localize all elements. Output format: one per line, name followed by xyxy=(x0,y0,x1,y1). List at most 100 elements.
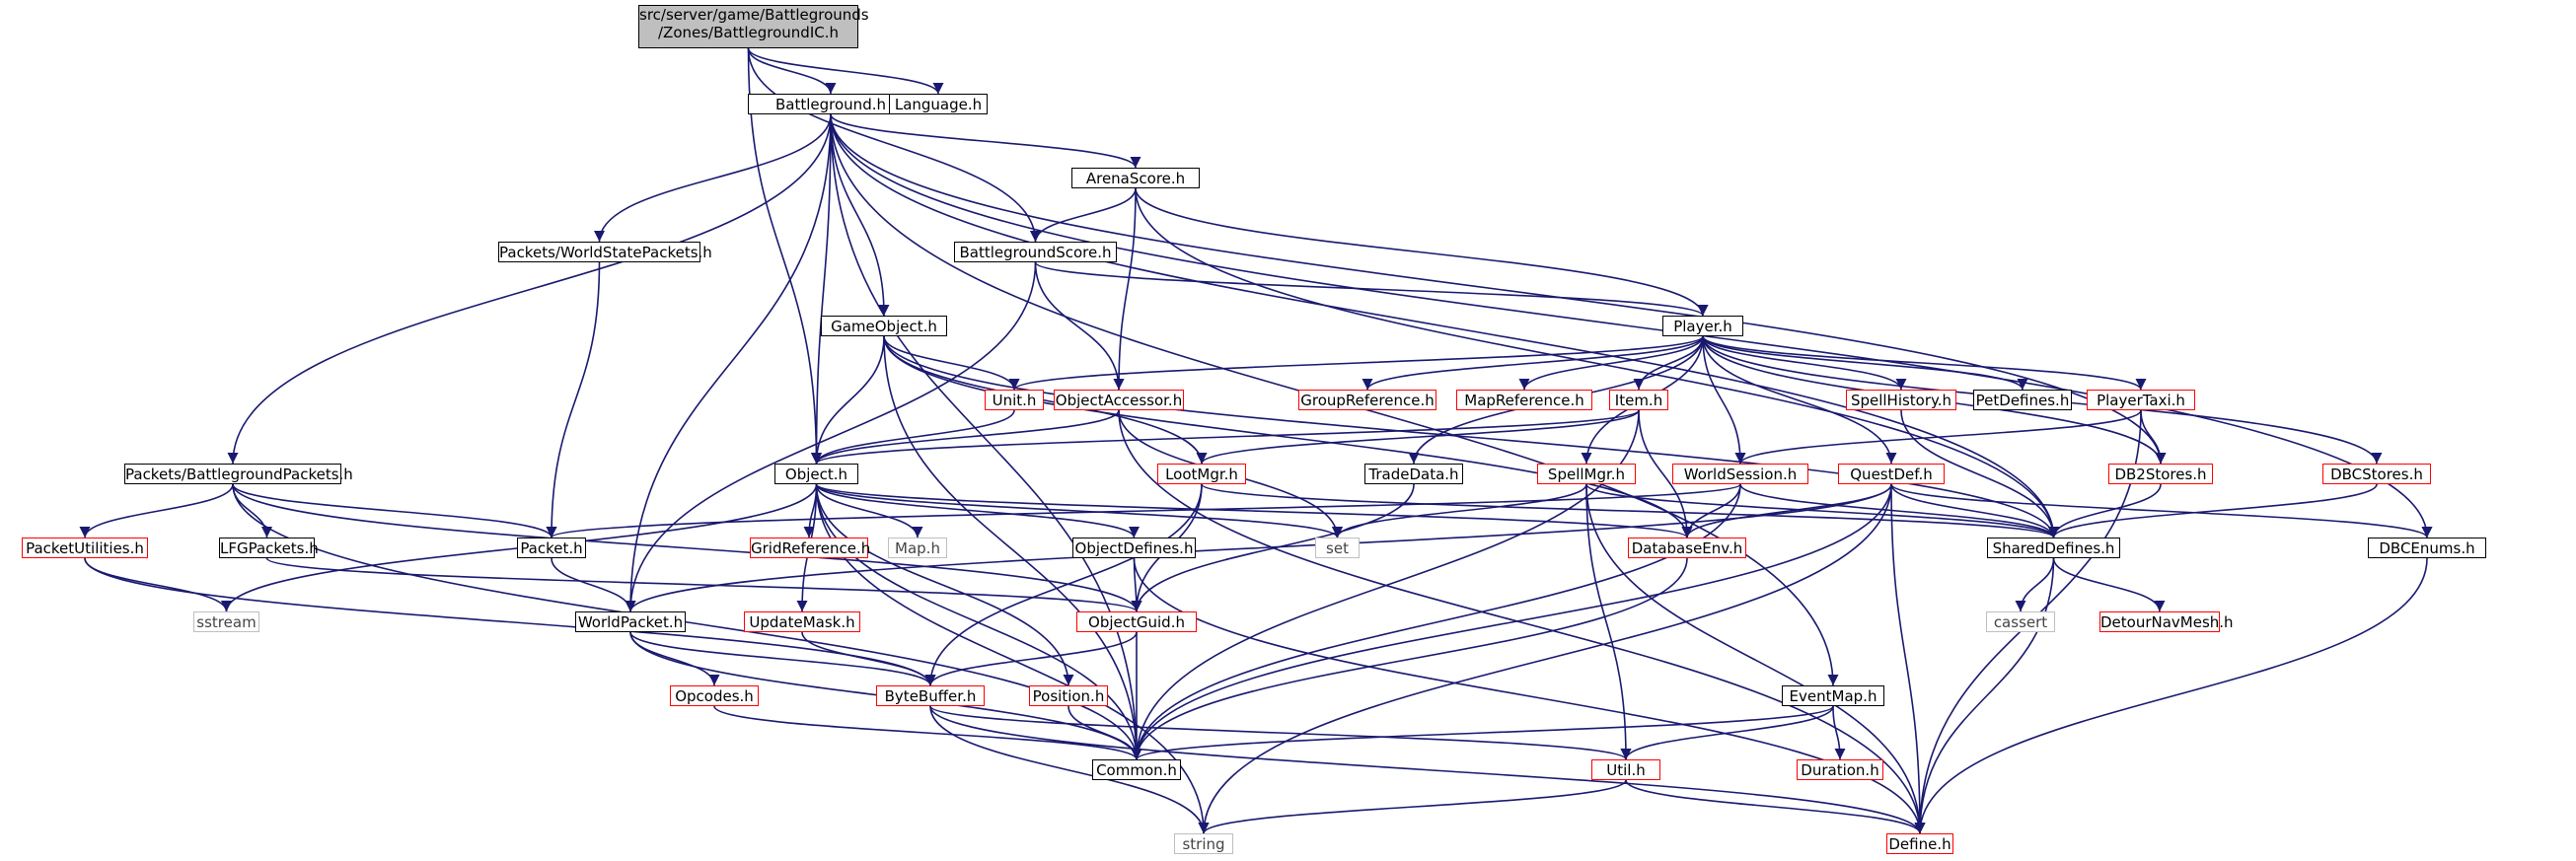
edge-worldsession-to-common xyxy=(1131,483,1741,760)
node-label: ObjectGuid.h xyxy=(1088,613,1185,631)
node-objectaccessor[interactable]: ObjectAccessor.h xyxy=(1054,390,1184,410)
edge-spellhistory-to-shareddefines xyxy=(1900,409,2060,538)
node-label: SpellHistory.h xyxy=(1850,392,1952,409)
node-item[interactable]: Item.h xyxy=(1609,390,1668,410)
edge-worldpacket-to-bytebuffer xyxy=(629,631,936,686)
node-label: SpellMgr.h xyxy=(1547,466,1626,483)
node-label: ByteBuffer.h xyxy=(884,687,977,705)
node-bytebuffer[interactable]: ByteBuffer.h xyxy=(876,685,985,706)
edge-objectaccessor-to-object xyxy=(811,409,1120,465)
node-detour[interactable]: DetourNavMesh.h xyxy=(2099,611,2234,632)
node-packet[interactable]: Packet.h xyxy=(517,538,586,558)
node-label: ArenaScore.h xyxy=(1085,170,1186,187)
node-bgpackets[interactable]: Packets/BattlegroundPackets.h xyxy=(124,464,353,484)
node-position[interactable]: Position.h xyxy=(1029,685,1108,706)
node-set[interactable]: set xyxy=(1315,538,1360,558)
node-db2stores[interactable]: DB2Stores.h xyxy=(2108,464,2213,484)
node-string[interactable]: string xyxy=(1174,833,1233,854)
node-objectdefines[interactable]: ObjectDefines.h xyxy=(1072,538,1196,558)
node-packetutilities[interactable]: PacketUtilities.h xyxy=(22,538,148,558)
edge-packet-to-worldpacket xyxy=(551,557,636,612)
edge-opcodes-to-common xyxy=(713,705,1142,760)
edge-bgpackets-to-packet xyxy=(232,483,557,538)
node-label: LootMgr.h xyxy=(1165,466,1238,483)
node-shareddefines[interactable]: SharedDefines.h xyxy=(1987,538,2120,558)
node-bgscore[interactable]: BattlegroundScore.h xyxy=(954,242,1117,262)
edge-player-to-worldsession xyxy=(1702,335,1746,465)
node-updatemask[interactable]: UpdateMask.h xyxy=(744,611,860,632)
edge-root-to-battleground xyxy=(747,47,837,95)
node-object[interactable]: Object.h xyxy=(774,464,858,484)
node-worldpacket[interactable]: WorldPacket.h xyxy=(575,611,686,632)
node-eventmap[interactable]: EventMap.h xyxy=(1782,685,1884,706)
node-mapref[interactable]: MapReference.h xyxy=(1456,390,1592,410)
node-maph[interactable]: Map.h xyxy=(888,538,947,558)
node-gridref[interactable]: GridReference.h xyxy=(750,538,870,558)
node-spellmgr[interactable]: SpellMgr.h xyxy=(1537,464,1636,484)
edge-item-to-object xyxy=(811,409,1640,465)
node-lfgpackets[interactable]: LFGPackets.h xyxy=(219,538,319,558)
edge-eventmap-to-common xyxy=(1131,705,1834,760)
node-databaseenv[interactable]: DatabaseEnv.h xyxy=(1628,538,1746,558)
node-cassert[interactable]: cassert xyxy=(1986,611,2055,632)
node-lootmgr[interactable]: LootMgr.h xyxy=(1157,464,1246,484)
node-worldsession[interactable]: WorldSession.h xyxy=(1672,464,1808,484)
node-gameobject[interactable]: GameObject.h xyxy=(821,316,947,336)
node-battleground[interactable]: Battleground.h xyxy=(748,94,914,114)
edge-root-to-object xyxy=(747,47,823,465)
edge-packetutilities-to-sstream xyxy=(84,557,233,612)
edge-dbcstores-to-shareddefines xyxy=(2048,483,2378,538)
edge-databaseenv-to-common xyxy=(1131,557,1688,760)
node-spellhistory[interactable]: SpellHistory.h xyxy=(1846,390,1956,410)
node-define[interactable]: Define.h xyxy=(1886,833,1953,854)
edge-shareddefines-to-cassert xyxy=(2015,557,2055,612)
edge-object-to-databaseenv xyxy=(815,483,1693,538)
node-language[interactable]: Language.h xyxy=(889,94,988,114)
edge-eventmap-to-util xyxy=(1620,705,1834,760)
node-petdefines[interactable]: PetDefines.h xyxy=(1973,390,2072,410)
node-tradedata[interactable]: TradeData.h xyxy=(1364,464,1463,484)
edge-objectguid-to-bytebuffer xyxy=(924,631,1138,686)
edge-arenascore-to-objectaccessor xyxy=(1113,187,1137,391)
node-opcodes[interactable]: Opcodes.h xyxy=(670,685,759,706)
node-label: GameObject.h xyxy=(831,318,937,335)
node-player[interactable]: Player.h xyxy=(1662,316,1743,336)
node-worldstatepackets[interactable]: Packets/WorldStatePackets.h xyxy=(498,242,712,262)
node-playertaxi[interactable]: PlayerTaxi.h xyxy=(2087,390,2195,410)
node-arenascore[interactable]: ArenaScore.h xyxy=(1071,168,1200,188)
node-objectguid[interactable]: ObjectGuid.h xyxy=(1076,611,1197,632)
node-util[interactable]: Util.h xyxy=(1591,759,1660,780)
edge-worldsession-to-shareddefines xyxy=(1739,483,2059,538)
edge-object-to-set xyxy=(815,483,1343,538)
edge-item-to-lootmgr xyxy=(1196,409,1640,465)
edge-bytebuffer-to-string xyxy=(929,705,1210,834)
node-sstream[interactable]: sstream xyxy=(193,611,259,632)
node-label: DetourNavMesh.h xyxy=(2100,613,2234,631)
node-label: Player.h xyxy=(1673,318,1732,335)
edge-item-to-databaseenv xyxy=(1638,409,1693,538)
edge-bgpackets-to-packetutilities xyxy=(79,483,234,538)
node-label: Packets/WorldStatePackets.h xyxy=(499,244,712,261)
node-dbcenums[interactable]: DBCEnums.h xyxy=(2368,538,2486,558)
node-label: Unit.h xyxy=(992,392,1037,409)
edge-questdef-to-common xyxy=(1131,483,1892,760)
node-dbcstores[interactable]: DBCStores.h xyxy=(2322,464,2431,484)
node-label: UpdateMask.h xyxy=(749,613,855,631)
node-questdef[interactable]: QuestDef.h xyxy=(1838,464,1945,484)
edge-lfgpackets-to-objectguid xyxy=(265,557,1142,612)
node-label: PlayerTaxi.h xyxy=(2097,392,2185,409)
node-label: Packet.h xyxy=(520,539,583,557)
edge-eventmap-to-duration xyxy=(1832,705,1846,760)
node-root[interactable]: src/server/game/Battlegrounds/Zones/Batt… xyxy=(638,5,869,48)
node-common[interactable]: Common.h xyxy=(1092,759,1181,780)
node-duration[interactable]: Duration.h xyxy=(1797,759,1883,780)
node-label: string xyxy=(1182,835,1225,853)
edge-gameobject-to-shareddefines xyxy=(883,335,2059,538)
edge-battleground-to-db2stores xyxy=(830,113,2167,465)
edge-spellmgr-to-set xyxy=(1332,483,1587,538)
edge-player-to-groupref xyxy=(1362,335,1704,391)
node-label: Map.h xyxy=(895,539,940,557)
node-groupref[interactable]: GroupReference.h xyxy=(1298,390,1436,410)
node-unit[interactable]: Unit.h xyxy=(985,390,1044,410)
